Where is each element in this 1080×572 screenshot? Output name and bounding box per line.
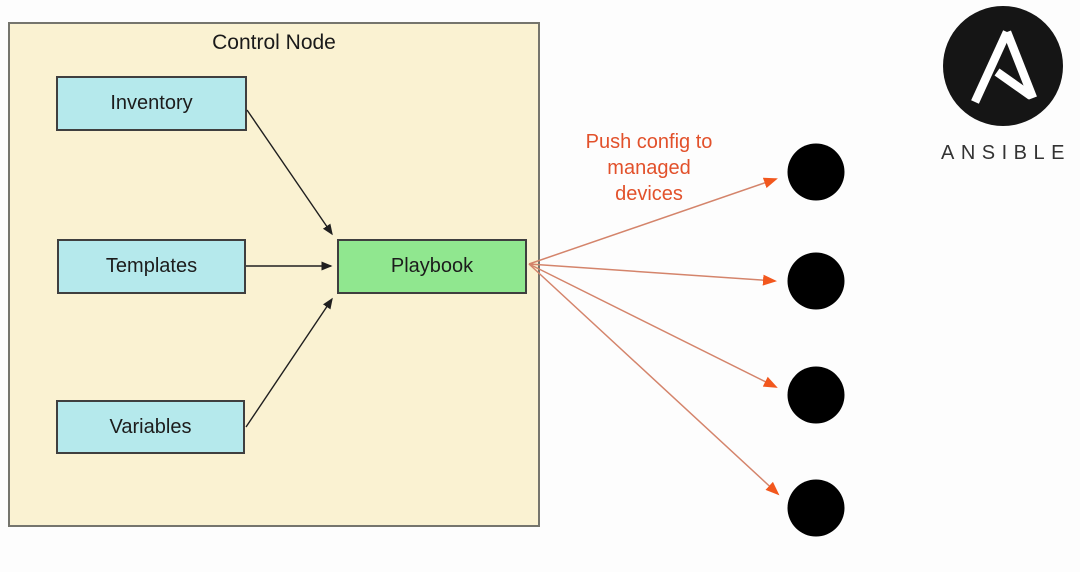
node-playbook-label: Playbook [390,255,474,277]
control-node-title: Control Node [212,31,336,54]
connector-playbook-device-4 [528,263,780,496]
router-icon [781,360,851,430]
router-icon [781,473,851,543]
push-config-label: Push config to managed devices [585,131,713,205]
connector-playbook-device-2 [528,263,777,286]
ansible-a-icon [943,6,1063,126]
connector-playbook-device-3 [528,263,778,388]
ansible-wordmark: ANSIBLE [941,142,1071,164]
node-templates-label: Templates [105,255,198,277]
node-inventory: Inventory [56,76,247,131]
router-icon [781,246,851,316]
node-templates: Templates [57,239,246,294]
node-playbook: Playbook [337,239,527,294]
router-icon [781,137,851,207]
node-inventory-label: Inventory [110,92,193,114]
node-variables-label: Variables [109,415,192,438]
node-variables: Variables [56,400,245,454]
